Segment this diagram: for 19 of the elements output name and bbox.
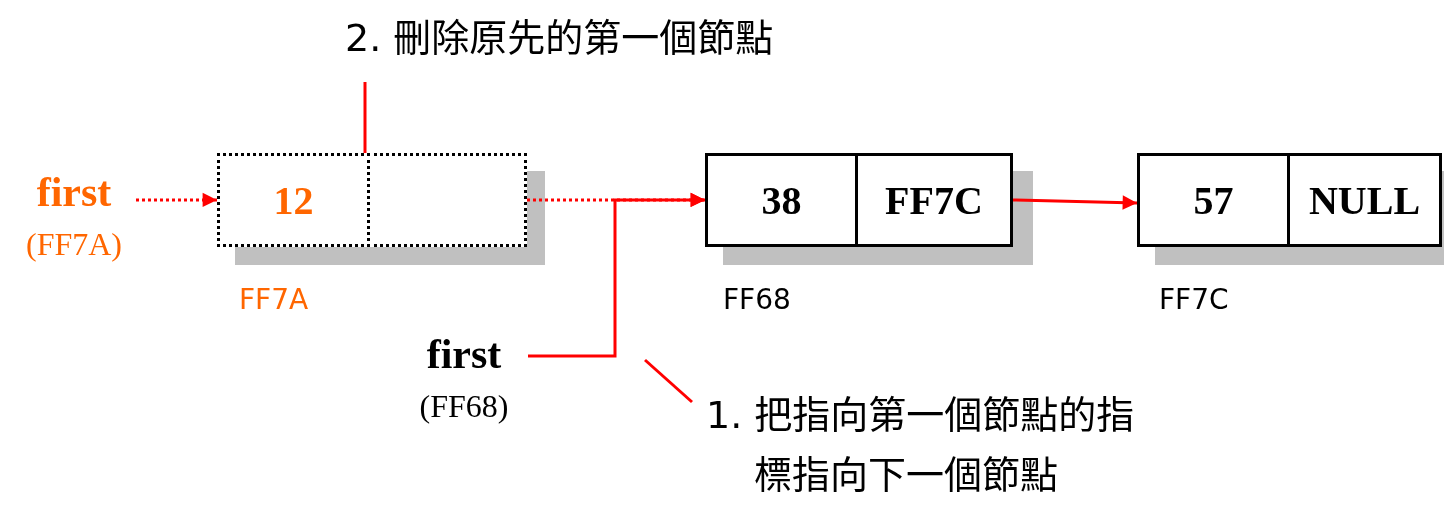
- list-node-cell: 12: [217, 153, 370, 247]
- pointer-name: first: [425, 330, 503, 378]
- pointer-address: (FF7A): [25, 226, 123, 263]
- pointer-address: (FF68): [418, 388, 510, 425]
- arrow: [528, 192, 706, 358]
- leader-line: [644, 358, 693, 404]
- step-note: 1. 把指向第一個節點的指標指向下一個節點: [705, 392, 1136, 499]
- address-label: FF68: [723, 283, 791, 316]
- pointer-cell: [367, 153, 527, 247]
- list-node-cell: FF7C: [855, 153, 1013, 247]
- list-node-cell: 38: [705, 153, 858, 247]
- list-node-cell: 57: [1137, 153, 1290, 247]
- address-label: FF7C: [1159, 283, 1229, 316]
- pointer-name: first: [35, 168, 113, 216]
- step-note: 2. 刪除原先的第一個節點: [345, 15, 775, 62]
- address-label: FF7A: [239, 283, 309, 316]
- arrow: [1012, 195, 1138, 210]
- list-node-cell: NULL: [1287, 153, 1442, 247]
- arrow: [136, 192, 218, 208]
